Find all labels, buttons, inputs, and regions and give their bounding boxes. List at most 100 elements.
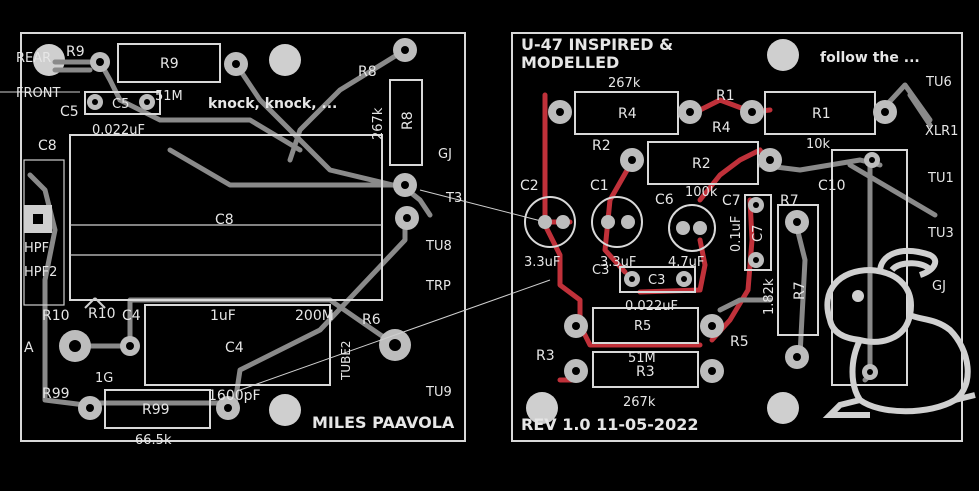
follow-label: follow the ...	[820, 50, 920, 66]
r1-ref-label: R1	[716, 88, 735, 104]
left-board-outline	[20, 32, 466, 442]
r10b-label: R10	[88, 306, 116, 322]
tu1-label: TU1	[927, 171, 954, 186]
r2-body	[647, 141, 759, 185]
r9-body-label: R9	[160, 56, 179, 72]
gj-label: GJ	[438, 147, 452, 162]
c2-label: C2	[520, 178, 539, 194]
c5-ref-label: C5	[60, 104, 79, 120]
r99-ref-label: R99	[42, 386, 70, 402]
author-label: MILES PAAVOLA	[312, 413, 455, 432]
r3-body	[592, 351, 699, 388]
r1-body-label: R1	[812, 106, 831, 122]
r4-body	[574, 91, 679, 135]
title-line1: U-47 INSPIRED &	[521, 35, 673, 54]
c6-cap-label: 4.7uF	[668, 255, 704, 270]
c10-body	[831, 149, 908, 386]
c7-value-label: 0.1uF	[729, 216, 744, 252]
r1-value-label: 10k	[806, 137, 831, 152]
c4-body	[144, 304, 331, 386]
right-pads	[538, 100, 897, 383]
r8-ref-label: R8	[358, 64, 377, 80]
r3-ref-label: R3	[536, 348, 555, 364]
1g-label: 1G	[95, 371, 113, 386]
mount-hole	[767, 392, 799, 424]
mount-hole	[526, 392, 558, 424]
right-gj-label: GJ	[932, 279, 946, 294]
tu6-label: TU6	[925, 75, 952, 90]
r9-body	[117, 43, 221, 83]
r5-ref-label: R5	[730, 334, 749, 350]
tu8-label: TU8	[425, 239, 452, 254]
c5-value-label: 51M	[155, 89, 183, 104]
c6-value-label: 100k	[685, 185, 718, 200]
mount-hole	[767, 39, 799, 71]
title-line2: MODELLED	[521, 53, 619, 72]
trace-group	[117, 97, 398, 348]
tu3-label: TU3	[927, 226, 954, 241]
c8-body-outline	[69, 134, 383, 301]
c3-body-label: C3	[648, 273, 665, 288]
r7-ref-label: R7	[780, 193, 799, 209]
left-pads	[59, 38, 419, 420]
r3-bottom-value-label: 267k	[623, 395, 656, 410]
c2-value-label: 3.3uF	[524, 255, 560, 270]
c2-outline	[524, 196, 576, 248]
c1-outline	[591, 196, 643, 248]
rabbit-artwork	[822, 248, 976, 418]
c7-body	[744, 194, 772, 271]
r99-value-label: 66.5k	[135, 433, 172, 448]
r8-body-label: R8	[400, 111, 416, 130]
c4-value-label: 1uF	[210, 308, 236, 324]
arrow-mark	[94, 297, 106, 309]
right-board-outline	[511, 32, 963, 442]
rear-label: REAR	[16, 51, 51, 66]
c3-ref-label: C3	[592, 263, 609, 278]
r4-body-label: R4	[618, 106, 637, 122]
hpf-pad-hole	[33, 214, 43, 224]
r7-body	[777, 204, 819, 336]
left-board: REAR FRONT R9 R9 C5 C5 51M 0.022uF R8 R8…	[0, 32, 551, 448]
ratsnest-line	[239, 279, 551, 391]
c5-cap-label: 0.022uF	[92, 123, 145, 138]
c3-body	[619, 266, 696, 293]
r2-ref-label: R2	[592, 138, 611, 154]
r9-ref-label: R9	[66, 44, 85, 60]
r6-value-label: 200M	[295, 308, 334, 324]
c3-value-label: 0.022uF	[625, 299, 678, 314]
r7-body-label: R7	[792, 281, 808, 300]
ratsnest-line	[419, 189, 546, 223]
tu-ref-label: T3	[445, 191, 462, 206]
c4-body-label: C4	[225, 340, 244, 356]
r7-value-label: 1.82k	[762, 278, 777, 315]
c6-label: C6	[655, 192, 674, 208]
knock-knock-label: knock, knock, ...	[208, 96, 337, 112]
mount-hole	[269, 44, 301, 76]
c1-value-label: 3.3uF	[600, 255, 636, 270]
r99-body-label: R99	[142, 402, 170, 418]
r4-ref-label: R4	[712, 120, 731, 136]
rabbit-eye	[852, 290, 864, 302]
c1-label: C1	[590, 178, 609, 194]
c6-outline	[668, 204, 716, 252]
c5-body-label: C5	[112, 97, 129, 112]
xlr1-label: XLR1	[925, 124, 958, 139]
mount-hole	[269, 394, 301, 426]
c7-body-label: C7	[751, 225, 766, 242]
front-label: FRONT	[16, 86, 60, 101]
tube2-label: TUBE2	[339, 340, 353, 381]
hpf2-label: HPF2	[24, 265, 57, 280]
arrow-mark	[84, 297, 96, 309]
r3-body-label: R3	[636, 364, 655, 380]
a-label: A	[24, 340, 34, 356]
r6-label: R6	[362, 312, 381, 328]
c10-label: C10	[818, 178, 846, 194]
trp-label: TRP	[425, 279, 451, 294]
r8-body	[389, 79, 423, 166]
r5-body-label: R5	[634, 319, 651, 334]
c5-body	[84, 91, 161, 115]
hpf-label: HPF	[24, 241, 49, 256]
r10-label: R10	[42, 308, 70, 324]
right-board: U-47 INSPIRED & MODELLED follow the ... …	[511, 32, 976, 442]
